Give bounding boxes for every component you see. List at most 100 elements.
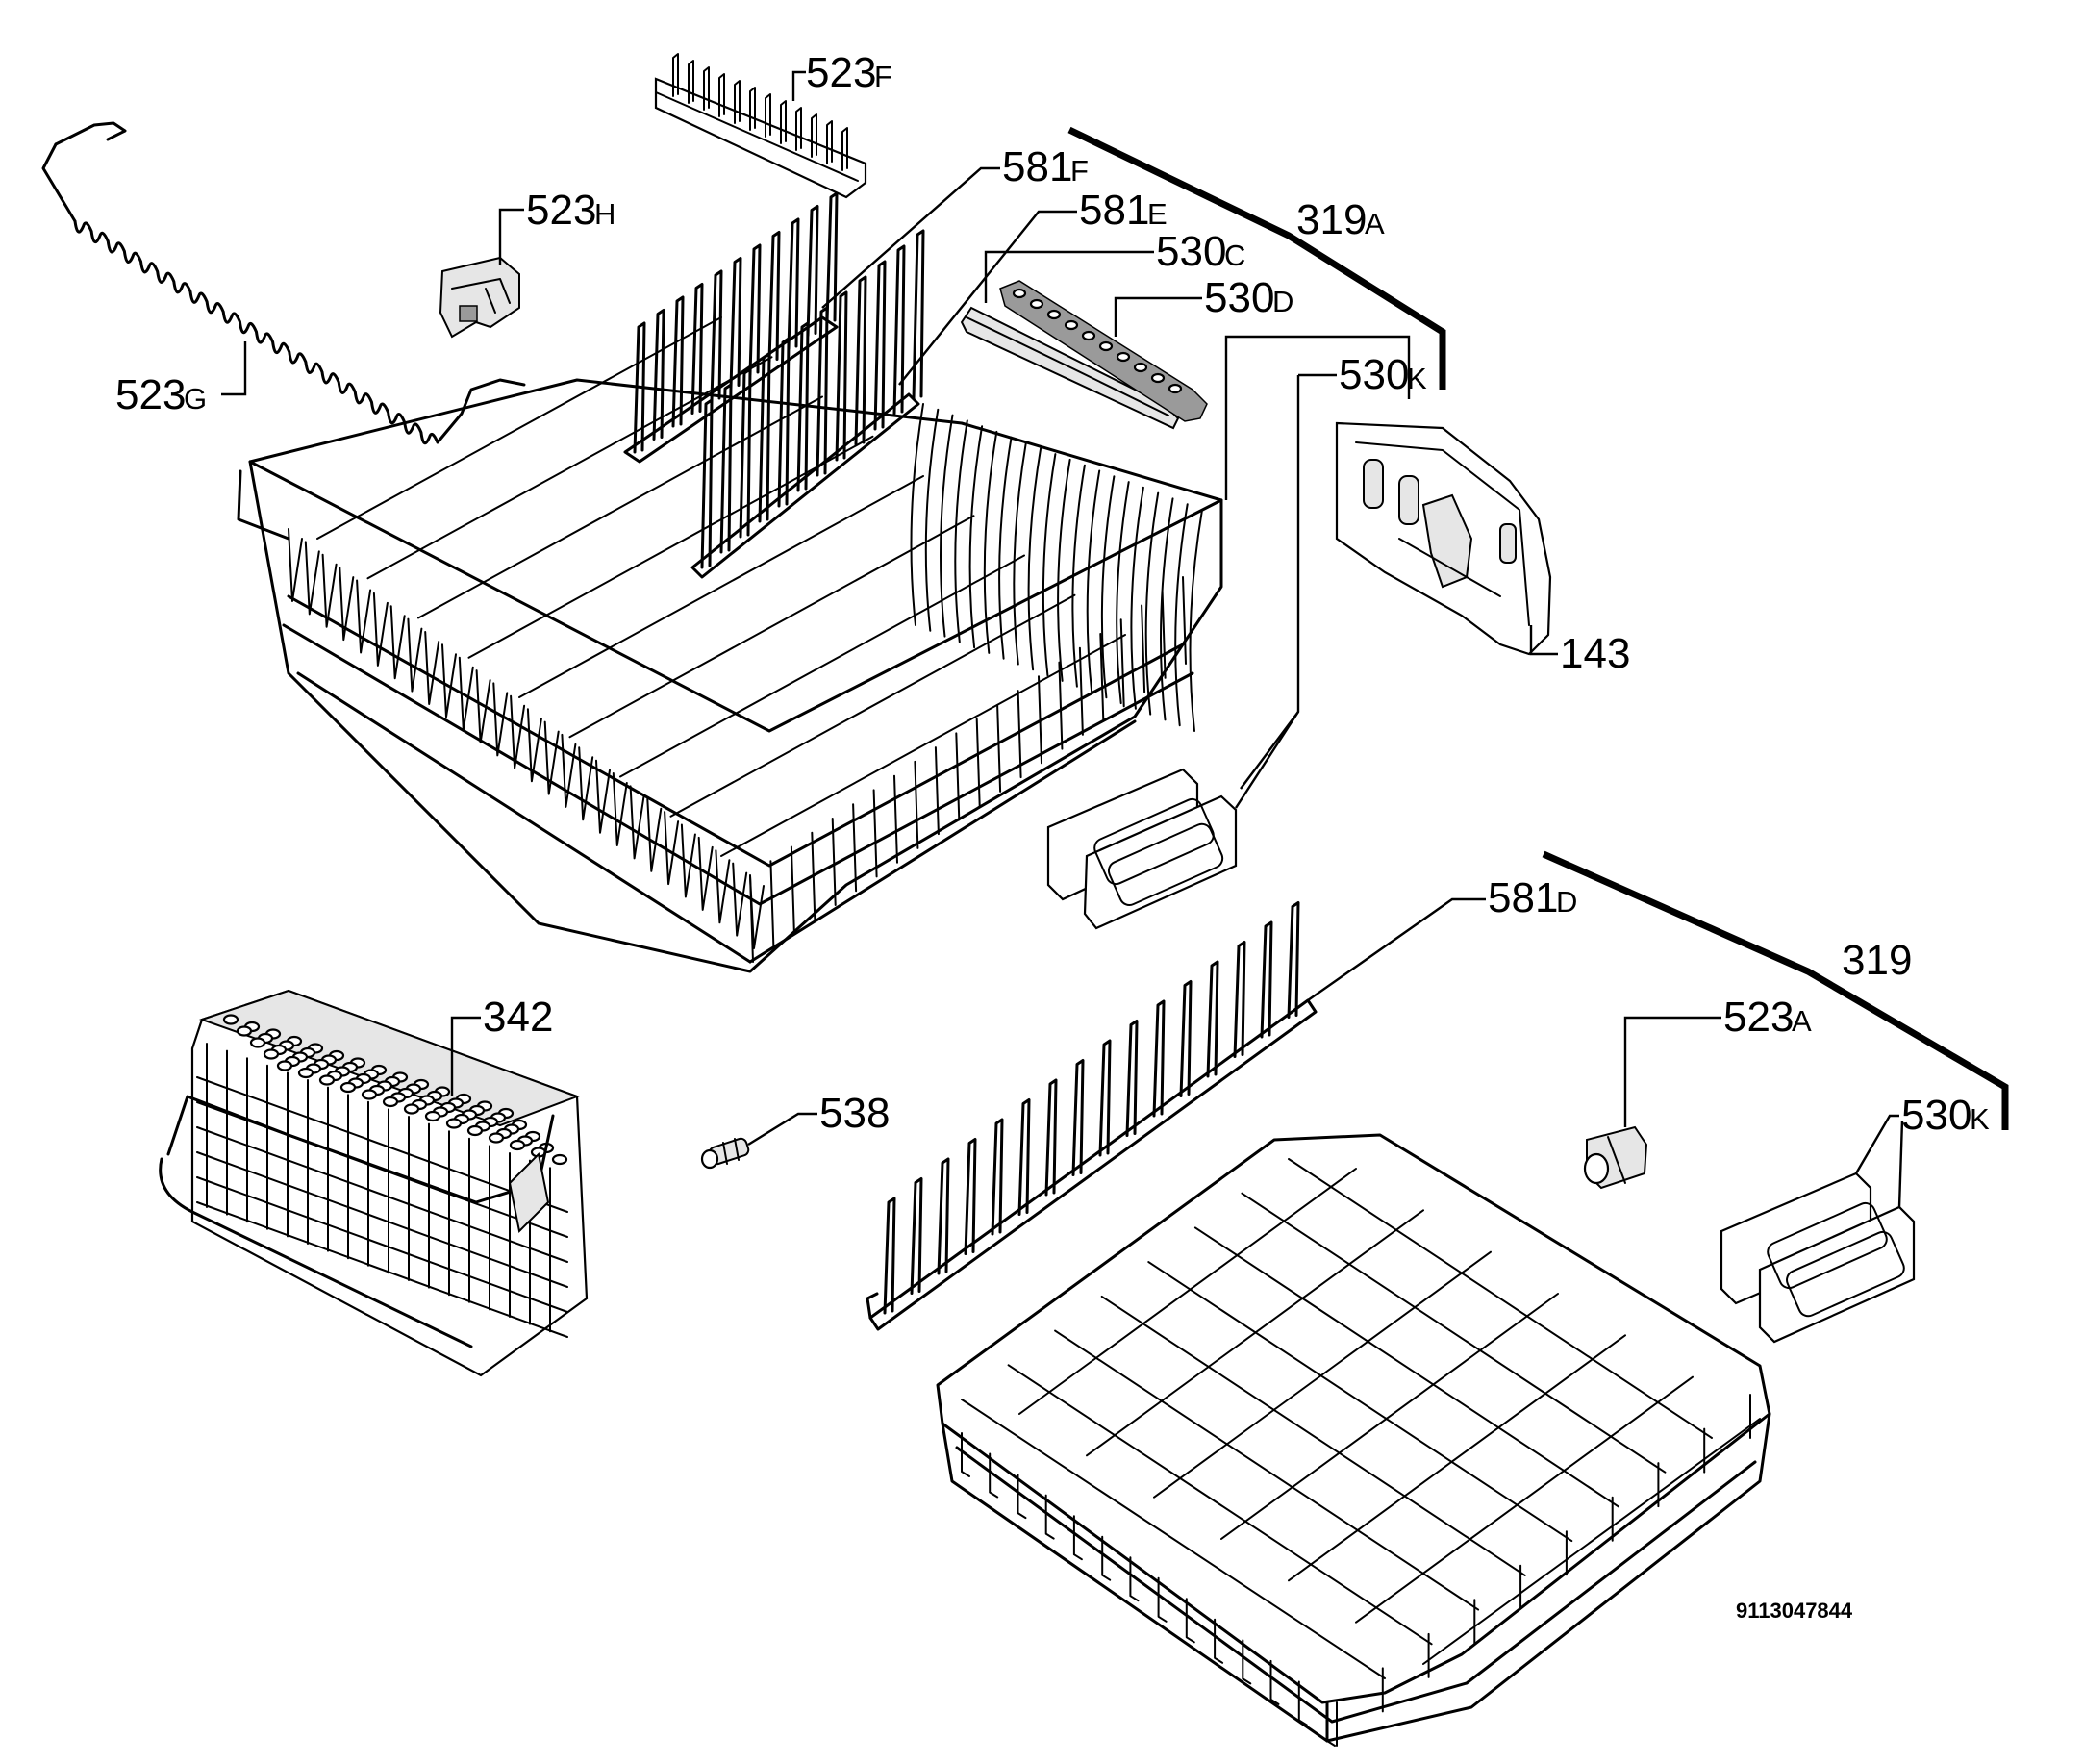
callout-319a: 319 A xyxy=(1296,196,1385,243)
rack-tine xyxy=(633,321,646,454)
rack-tine xyxy=(937,1157,950,1275)
rack-tine xyxy=(854,275,867,446)
basket-hole xyxy=(318,1074,336,1086)
basket-wire xyxy=(910,403,924,626)
basket-wire xyxy=(697,836,714,911)
part-581f-tine-rack xyxy=(623,191,839,464)
part-upper-basket xyxy=(237,316,1223,973)
basket-hole xyxy=(263,1048,280,1060)
basket-wire xyxy=(732,862,748,937)
lower-leg xyxy=(1269,1659,1280,1705)
lower-grid-wire xyxy=(1018,1168,1357,1415)
rail-link xyxy=(1029,298,1044,310)
basket-hole xyxy=(403,1103,420,1115)
callout-530d-num: 530 xyxy=(1204,274,1274,321)
rack-tine xyxy=(1071,1059,1085,1176)
part-342-cutlery-basket xyxy=(159,989,589,1377)
basket-floor-wire xyxy=(518,475,924,698)
comb-tine xyxy=(780,100,787,144)
callout-523f: 523 F xyxy=(806,49,892,96)
part-523h-clip xyxy=(439,256,520,339)
part-530c-rail xyxy=(960,306,1180,430)
basket-floor-wire xyxy=(669,593,1076,818)
basket-wire xyxy=(356,579,372,654)
callout-581f-num: 581 xyxy=(1002,143,1072,190)
callout-143-num: 143 xyxy=(1560,630,1630,677)
callout-581d-suffix: D xyxy=(1556,885,1577,919)
rail-link xyxy=(1133,362,1148,373)
basket-wire xyxy=(578,746,594,821)
lower-grid-wire xyxy=(1288,1334,1626,1582)
rack-tine xyxy=(1233,941,1246,1058)
basket-wire xyxy=(424,631,440,705)
part-530k-roller-pad-upper xyxy=(1046,768,1238,930)
basket-wire xyxy=(968,425,984,649)
rail-link xyxy=(1064,319,1079,331)
rack-tine xyxy=(796,321,810,492)
lower-leg xyxy=(961,1432,970,1477)
rack-tine xyxy=(719,383,733,554)
basket-wire xyxy=(646,797,663,872)
lower-grid-wire xyxy=(1007,1364,1433,1646)
basket-wire xyxy=(934,746,940,836)
basket-hole xyxy=(509,1139,526,1151)
comb-tine xyxy=(749,87,756,131)
basket-wire xyxy=(595,759,611,834)
rack-tine xyxy=(873,260,887,431)
basket-wire xyxy=(372,592,389,667)
lower-leg xyxy=(1297,1680,1308,1726)
basket-wire xyxy=(975,718,981,807)
basket-floor-wire xyxy=(366,356,773,580)
basket-bar xyxy=(196,1176,568,1313)
basket-hole xyxy=(236,1025,253,1037)
basket-wire xyxy=(304,541,320,616)
basket-hole xyxy=(488,1132,505,1144)
basket-wire xyxy=(1086,469,1101,693)
rail-link xyxy=(1012,288,1027,299)
callout-530c-num: 530 xyxy=(1156,228,1226,275)
basket-wire xyxy=(1058,661,1064,750)
rack-tine xyxy=(1098,1039,1112,1157)
basket-wire xyxy=(510,694,526,769)
rack-tine xyxy=(787,217,800,350)
basket-wire xyxy=(852,803,858,893)
lower-leg xyxy=(1017,1474,1027,1520)
callout-523f-suffix: F xyxy=(874,60,892,93)
basket-hole xyxy=(466,1124,484,1137)
basket-wire xyxy=(831,818,837,906)
lower-leg xyxy=(1157,1576,1168,1623)
lower-grid-wire xyxy=(1086,1209,1424,1457)
lower-grid-wire xyxy=(1241,1192,1667,1474)
lower-leg xyxy=(1072,1515,1083,1561)
basket-wire xyxy=(1116,481,1130,705)
comb-tine xyxy=(811,113,817,158)
callout-319a-suffix: A xyxy=(1365,207,1385,240)
basket-hole xyxy=(276,1060,293,1071)
rail-link xyxy=(1046,309,1062,320)
basket-wire xyxy=(680,823,696,898)
basket-wire xyxy=(1013,441,1027,666)
part-lower-basket xyxy=(936,1133,1771,1747)
basket-wire xyxy=(998,436,1013,660)
rack-tine xyxy=(739,367,752,539)
basket-wire xyxy=(492,682,509,757)
part-538-pin xyxy=(700,1137,750,1170)
comb-tine xyxy=(765,93,771,138)
rack-tine xyxy=(1044,1078,1058,1197)
part-523a-wheel xyxy=(1583,1125,1648,1190)
part-523g-spring-wire xyxy=(41,121,526,445)
lower-grid-wire xyxy=(961,1399,1386,1679)
rail-link xyxy=(1150,372,1166,384)
rack-tine xyxy=(825,191,839,324)
rack-tine xyxy=(671,295,685,428)
lower-grid-wire xyxy=(1288,1158,1713,1439)
basket-wire xyxy=(526,708,542,783)
rack-tine xyxy=(892,244,906,416)
basket-floor-wire xyxy=(720,634,1126,857)
part-530d-rail xyxy=(999,280,1208,422)
lower-leg xyxy=(1101,1535,1112,1581)
part-143-bracket xyxy=(1335,421,1552,656)
basket-wire xyxy=(1144,491,1160,716)
callout-523a: 523 A xyxy=(1723,994,1812,1041)
callout-342: 342 xyxy=(483,994,553,1041)
